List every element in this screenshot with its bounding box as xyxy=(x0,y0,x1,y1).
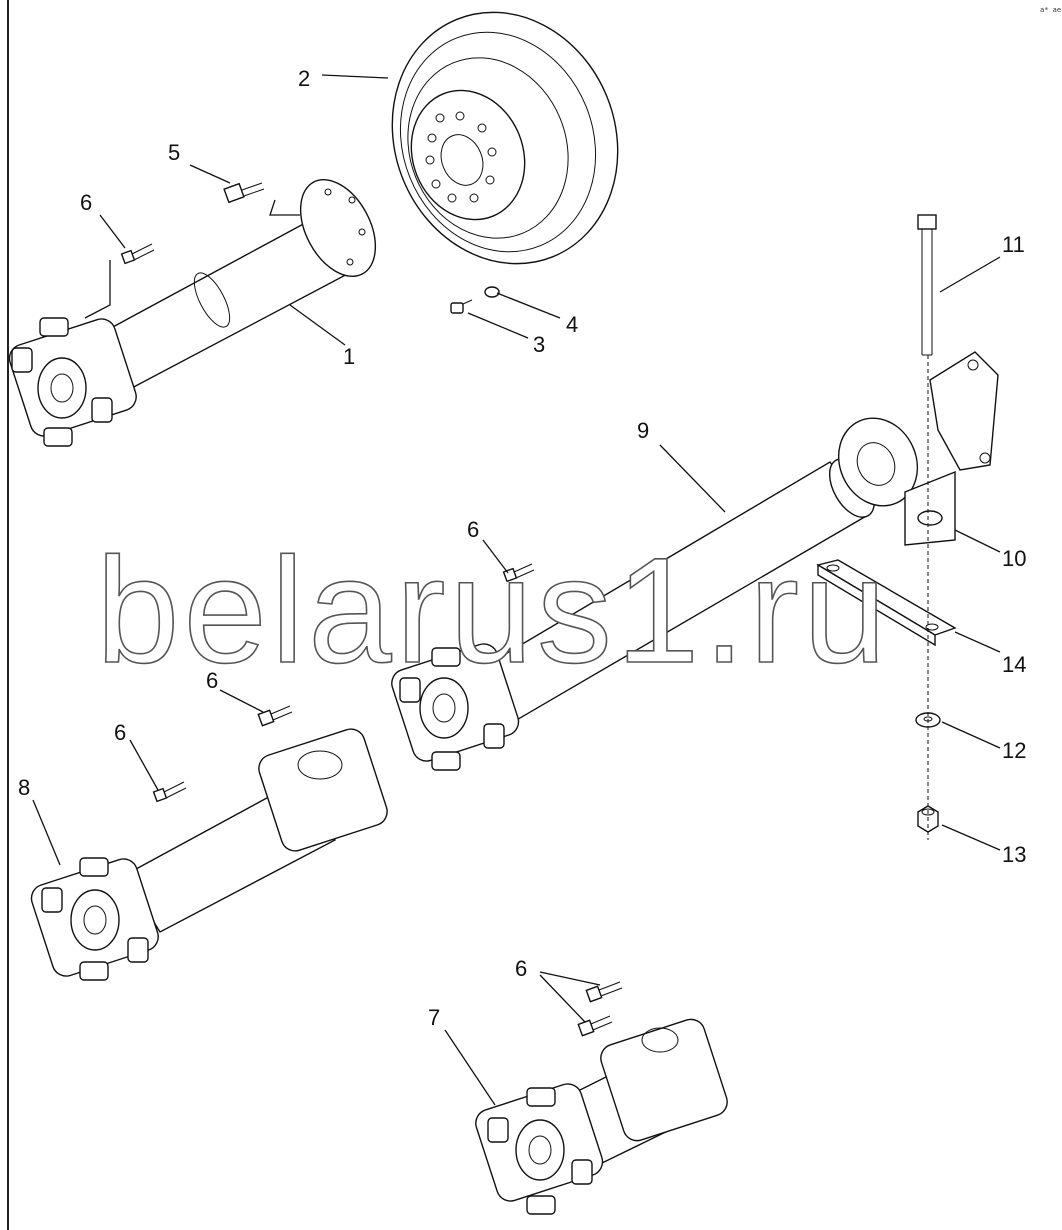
leader-lines xyxy=(32,74,1001,1106)
callout-6-top: 6 xyxy=(80,190,92,215)
callout-7: 7 xyxy=(428,1005,440,1030)
bolt-6-shaft-1 xyxy=(120,243,155,265)
corner-mark: a* ae xyxy=(1040,6,1061,14)
bolt-6-shaft-8-upper xyxy=(257,705,293,727)
bolt-3-and-washer-4 xyxy=(450,286,500,314)
watermark-text: belarus1.ru xyxy=(96,526,890,694)
brake-drum xyxy=(391,11,619,265)
callout-6-shaft-8-upper: 6 xyxy=(206,668,218,693)
callout-6-shaft-8-lower: 6 xyxy=(114,720,126,745)
callout-9: 9 xyxy=(637,418,649,443)
bolt-5 xyxy=(223,182,265,204)
left-border-rule xyxy=(7,0,9,1230)
callout-6-shaft-9: 6 xyxy=(467,517,479,542)
callout-5: 5 xyxy=(168,140,180,165)
callout-11: 11 xyxy=(1002,232,1025,257)
plate-14 xyxy=(816,559,957,647)
bolt-11 xyxy=(917,214,937,356)
bolt-6-shaft-8-lower xyxy=(152,781,187,803)
callout-3: 3 xyxy=(533,332,545,357)
intermediate-support-10 xyxy=(837,351,999,546)
cardan-shaft-7 xyxy=(475,1018,728,1215)
bolt-6-shaft-7-upper xyxy=(585,981,623,1003)
callout-10: 10 xyxy=(1002,546,1026,571)
callout-2: 2 xyxy=(298,66,310,91)
callout-12: 12 xyxy=(1002,738,1026,763)
intermediate-shaft-9 xyxy=(391,458,876,771)
callout-6-shaft-7: 6 xyxy=(515,956,527,981)
callout-1: 1 xyxy=(343,344,355,369)
bolt-6-shaft-7-lower xyxy=(577,1015,613,1037)
cardan-shaft-8 xyxy=(30,728,388,981)
cardan-shaft-1 xyxy=(8,178,377,447)
callout-8: 8 xyxy=(18,775,30,800)
callout-14: 14 xyxy=(1002,652,1026,677)
callout-13: 13 xyxy=(1002,842,1026,867)
callout-4: 4 xyxy=(566,312,578,337)
